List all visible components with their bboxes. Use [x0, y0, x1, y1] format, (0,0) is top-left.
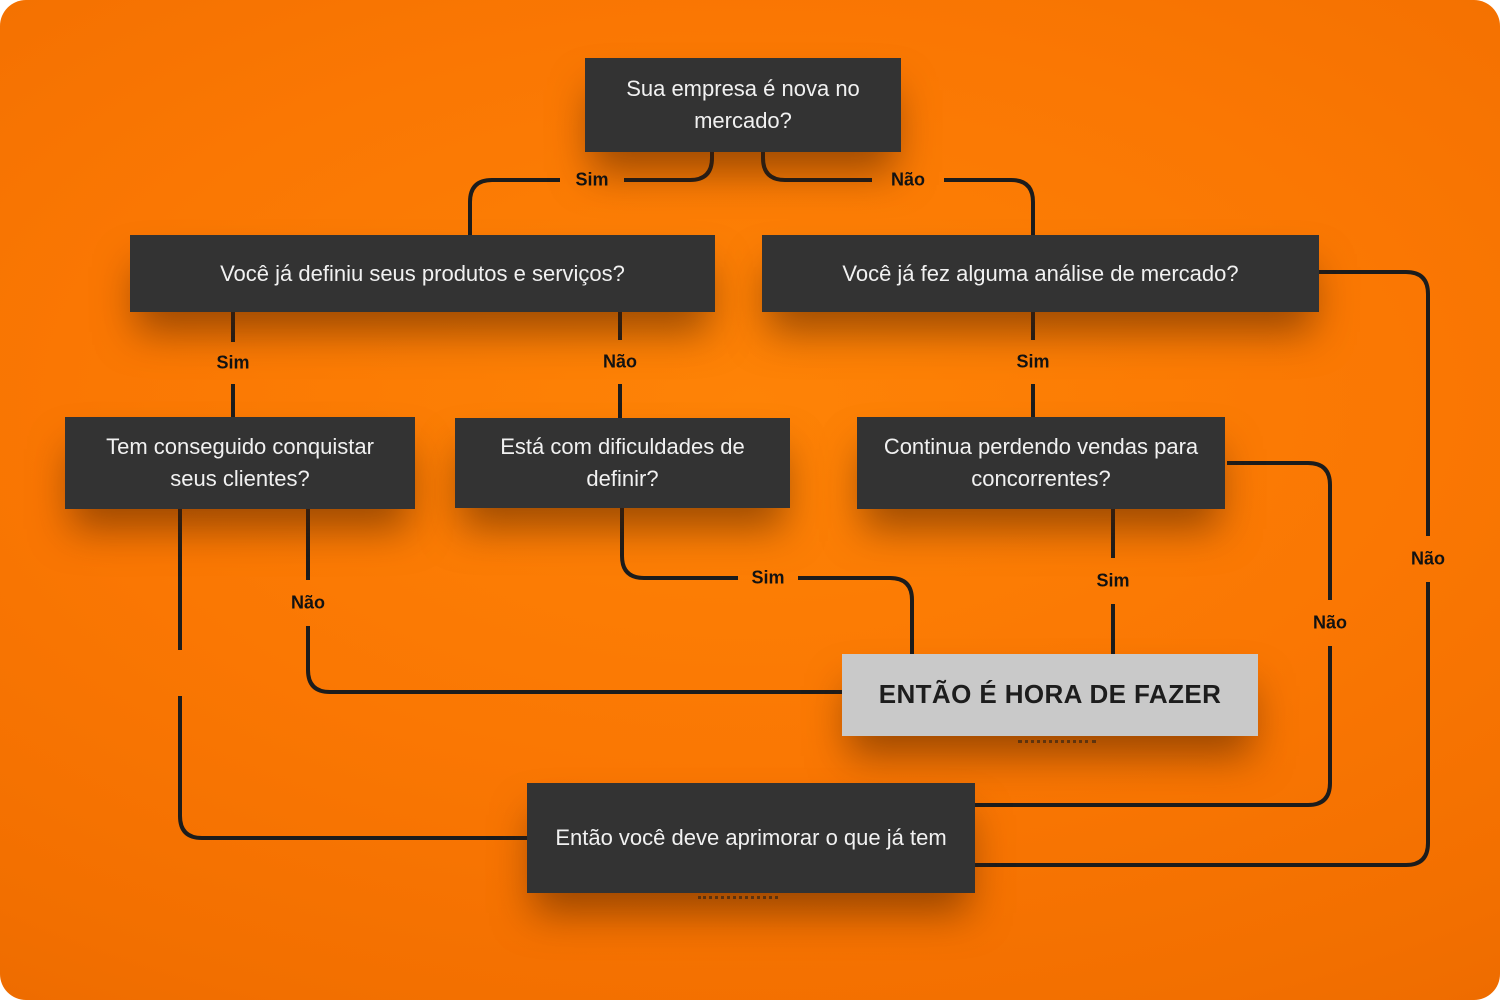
edge-label-sim: Sim [1016, 351, 1050, 372]
edge-q3b-sim-to-result-do [620, 508, 914, 654]
dotted-accent [1018, 740, 1096, 743]
node-question-losing-sales: Continua perdendo vendas para concorrent… [857, 417, 1225, 509]
node-question-new-company: Sua empresa é nova no mercado? [585, 58, 901, 152]
edge-q3a-sim-to-result-improve [178, 509, 527, 840]
edge-q2b-nao-to-result-improve [975, 270, 1430, 867]
node-text: Você já fez alguma análise de mercado? [842, 260, 1239, 286]
edge-label-sim: Sim [575, 169, 609, 190]
node-text: Sua empresa é nova no mercado? [626, 76, 860, 133]
edge-q3c-nao-to-result-improve [975, 461, 1332, 807]
edge-label-nao: Não [602, 351, 638, 372]
dotted-accent [698, 896, 778, 899]
node-result-time-to-do: ENTÃO É HORA DE FAZER [842, 654, 1258, 736]
node-text: Você já definiu seus produtos e serviços… [220, 260, 625, 286]
edge-label-nao: Não [1410, 548, 1446, 569]
node-text: Continua perdendo vendas para concorrent… [883, 434, 1199, 491]
node-question-defined-products: Você já definiu seus produtos e serviços… [130, 235, 715, 312]
node-text: Está com dificuldades de definir? [500, 434, 745, 491]
edge-q3a-nao-to-result-do [306, 509, 842, 694]
node-text: Então você deve aprimorar o que já tem [555, 825, 947, 851]
edge-q1-sim-to-q2a [468, 152, 714, 235]
node-question-difficulty-defining: Está com dificuldades de definir? [455, 418, 790, 508]
edge-label-nao: Não [890, 169, 926, 190]
node-question-winning-clients: Tem conseguido conquistar seus clientes? [65, 417, 415, 509]
node-result-improve: Então você deve aprimorar o que já tem [527, 783, 975, 893]
node-text: Tem conseguido conquistar seus clientes? [106, 434, 374, 491]
edge-label-sim: Sim [1096, 570, 1130, 591]
edge-label-nao: Não [1312, 612, 1348, 633]
edge-label-sim: Sim [216, 352, 250, 373]
edge-label-sim: Sim [751, 567, 785, 588]
node-text: ENTÃO É HORA DE FAZER [878, 679, 1222, 710]
node-question-market-analysis: Você já fez alguma análise de mercado? [762, 235, 1319, 312]
edge-q1-nao-to-q2b [761, 152, 1035, 235]
edge-label-nao: Não [290, 592, 326, 613]
